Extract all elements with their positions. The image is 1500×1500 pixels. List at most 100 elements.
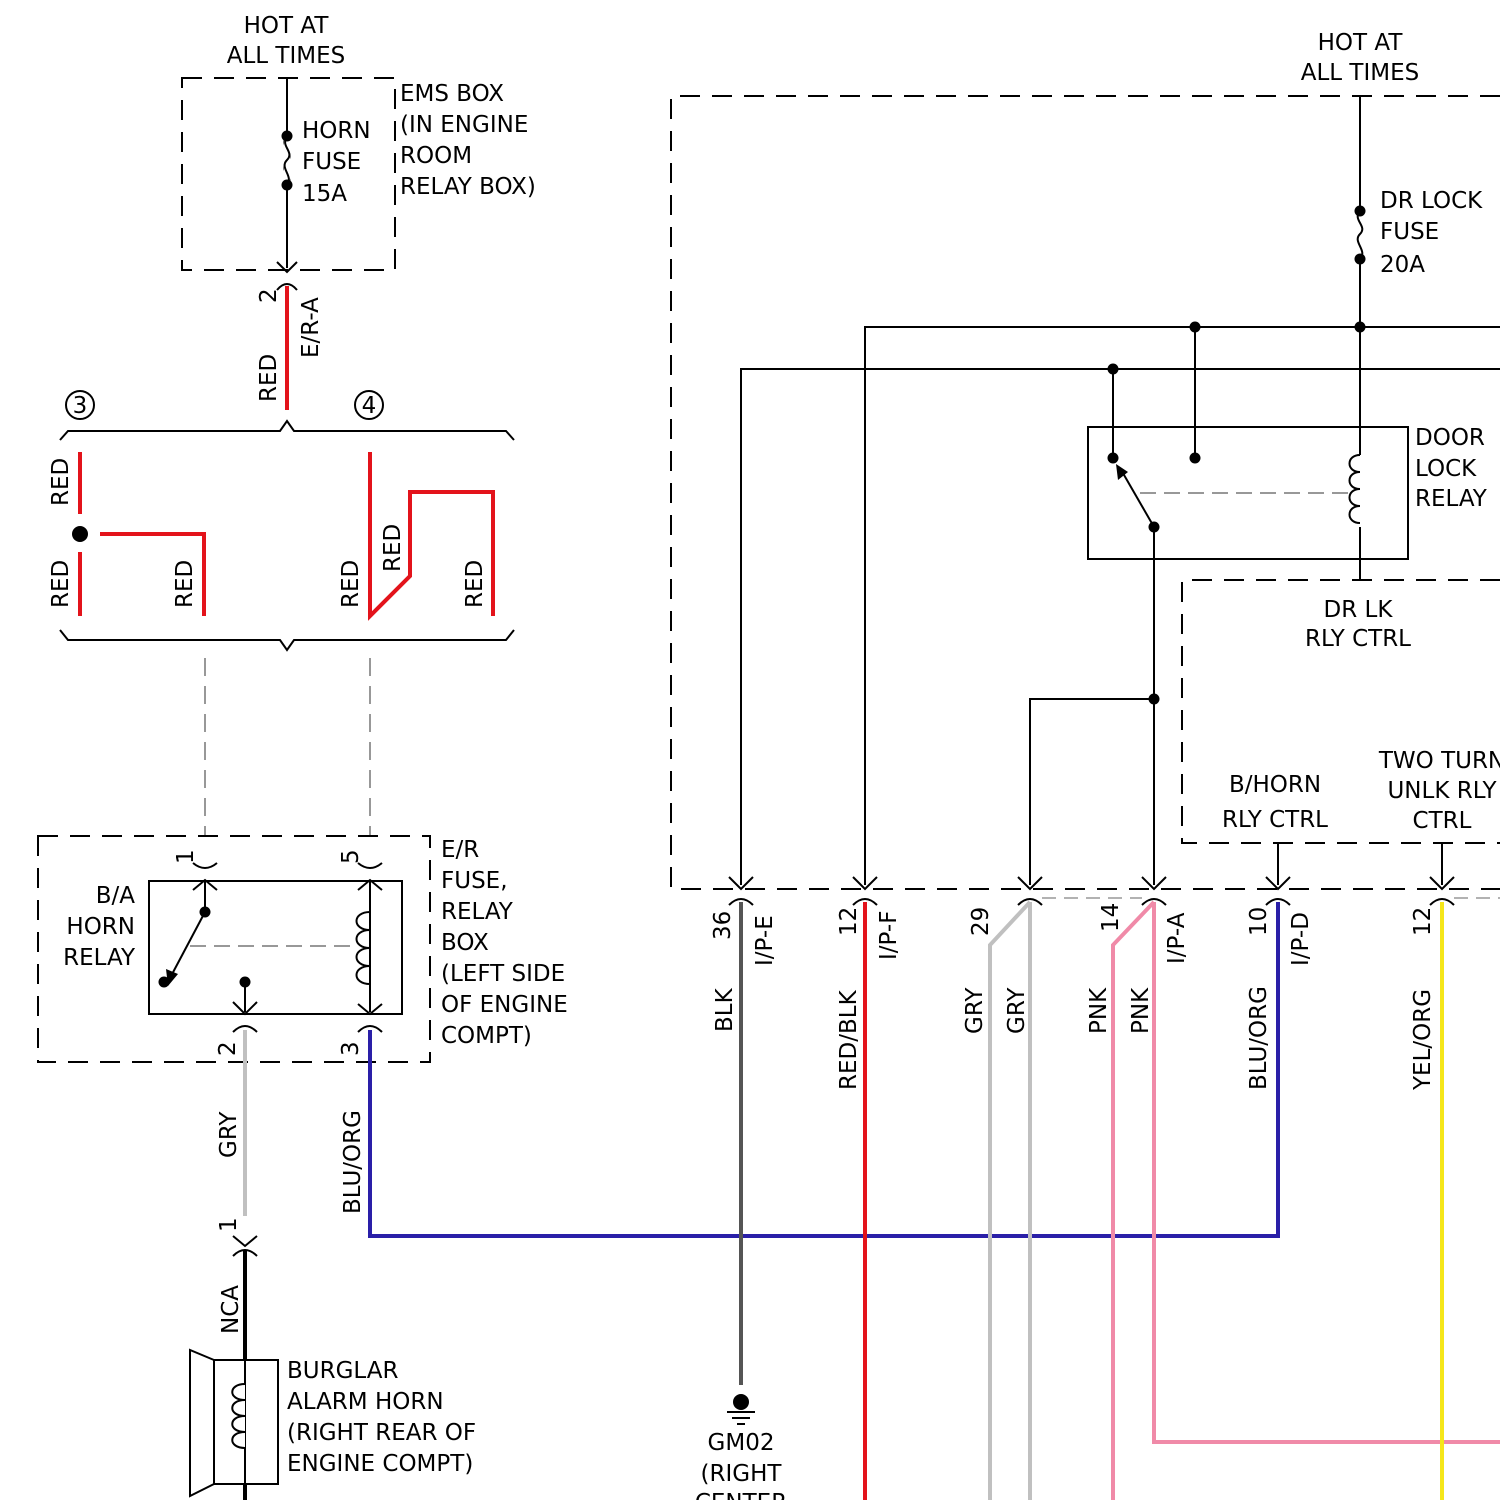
horn-hot-line2: ALL TIMES xyxy=(227,43,345,69)
variant-3-label: 3 xyxy=(73,393,88,419)
splice-top-brace xyxy=(60,421,514,440)
door-lock-relay-label2: LOCK xyxy=(1415,456,1477,482)
fuse-terminal-top xyxy=(282,131,293,142)
pin-36-number: 36 xyxy=(710,911,736,940)
horn-hot-line1: HOT AT xyxy=(244,13,330,39)
pin-12b-number: 12 xyxy=(1410,907,1436,936)
module-section: HOT AT ALL TIMES DR LOCK FUSE 20A DOOR L… xyxy=(671,30,1500,889)
horn-bell xyxy=(190,1350,214,1496)
pin-14-number: 14 xyxy=(1098,903,1124,932)
dr-lk-ctrl-label2: RLY CTRL xyxy=(1305,626,1411,652)
splice-bottom-brace xyxy=(60,630,514,650)
pin-10-connector: I/P-D xyxy=(1288,912,1314,966)
door-lock-relay-label3: RELAY xyxy=(1415,486,1488,512)
er-box-label6: OF ENGINE xyxy=(441,992,568,1018)
v4-label-mid: RED xyxy=(380,524,406,572)
variant-4-label: 4 xyxy=(362,393,377,419)
v4-label-left: RED xyxy=(338,560,364,608)
pin-29-wire: GRY xyxy=(962,987,988,1034)
turn-ctrl-label3: CTRL xyxy=(1413,808,1472,834)
ground-gm02: GM02 (RIGHT CENTER xyxy=(695,1394,787,1500)
b-horn-ctrl-label2: RLY CTRL xyxy=(1222,807,1328,833)
horn-connector-id: E/R-A xyxy=(298,297,324,358)
pin-29-number: 29 xyxy=(968,907,994,936)
pin-36-wire: BLK xyxy=(712,987,738,1032)
gry-wire-relay-label: GRY xyxy=(216,1111,242,1158)
dr-lock-fuse-label3: 20A xyxy=(1380,252,1425,278)
ba-relay-name2: HORN xyxy=(66,914,135,940)
nca-wire-label: NCA xyxy=(218,1285,244,1334)
blu-org-wire xyxy=(370,902,1278,1236)
door-lock-relay-switch xyxy=(1120,468,1154,527)
pin-36-connector: I/P-E xyxy=(752,915,778,966)
blu-org-wire-label: BLU/ORG xyxy=(340,1110,366,1214)
er-box-label2: FUSE, xyxy=(441,868,508,894)
v3-label-branch: RED xyxy=(172,560,198,608)
horn-label2: ALARM HORN xyxy=(287,1389,444,1415)
b-horn-ctrl-label1: B/HORN xyxy=(1229,772,1321,798)
pin-14-wire: PNK xyxy=(1086,987,1112,1034)
bottom-pins: 36 I/P-E BLK 12 I/P-F RED/BLK 29 GRY GRY… xyxy=(710,877,1500,1500)
ground-label1: (RIGHT xyxy=(701,1461,783,1487)
ems-box-label2: (IN ENGINE xyxy=(400,112,528,138)
horn-pin1: 1 xyxy=(216,1217,242,1232)
ba-horn-relay-section: B/A HORN RELAY E/R FUSE, RELAY BOX (LEFT… xyxy=(38,836,1278,1236)
dr-lk-ctrl-label1: DR LK xyxy=(1324,597,1394,623)
pnk-wire-right xyxy=(1154,902,1500,1442)
er-box-label7: COMPT) xyxy=(441,1023,532,1049)
ba-relay-switch-arm xyxy=(170,912,205,978)
horn-label3: (RIGHT REAR OF xyxy=(287,1420,476,1446)
horn-label1: BURGLAR xyxy=(287,1358,398,1384)
pin-29-wire2: GRY xyxy=(1004,987,1030,1034)
pin-12a-wire: RED/BLK xyxy=(836,989,862,1090)
ba-relay-name1: B/A xyxy=(96,883,136,909)
pin-12a-connector: I/P-F xyxy=(876,911,902,960)
burglar-horn-section: 1 NCA BURGLAR ALARM HORN (RIGHT REAR OF … xyxy=(190,1217,476,1500)
pin-14-connector: I/P-A xyxy=(1164,912,1190,964)
pin-10-wire: BLU/ORG xyxy=(1246,986,1272,1090)
v3-label-top: RED xyxy=(48,458,74,506)
dr-lock-fuse-label1: DR LOCK xyxy=(1380,188,1483,214)
module-hot-line2: ALL TIMES xyxy=(1301,60,1419,86)
red-wire-main-label: RED xyxy=(256,354,282,402)
ems-box-label1: EMS BOX xyxy=(400,81,504,107)
pin-10-number: 10 xyxy=(1246,907,1272,936)
ground-label2: CENTER xyxy=(695,1490,787,1500)
er-box-label3: RELAY xyxy=(441,899,514,925)
ba-relay-contact-nc xyxy=(159,977,170,988)
pin-14-wire2: PNK xyxy=(1128,987,1154,1034)
turn-ctrl-label2: UNLK RLY xyxy=(1387,778,1497,804)
er-box-label1: E/R xyxy=(441,837,479,863)
er-box-label5: (LEFT SIDE xyxy=(441,961,565,987)
v3-label-bottom: RED xyxy=(48,560,74,608)
horn-label4: ENGINE COMPT) xyxy=(287,1451,473,1477)
horn-fuse-section: HOT AT ALL TIMES HORN FUSE 15A EMS BOX (… xyxy=(182,13,536,410)
pin-12a-number: 12 xyxy=(836,907,862,936)
ems-box-label3: ROOM xyxy=(400,143,472,169)
er-box-label4: BOX xyxy=(441,930,489,956)
ba-relay-pin2: 2 xyxy=(215,1041,241,1056)
ems-box-label4: RELAY BOX) xyxy=(400,174,536,200)
ground-id: GM02 xyxy=(708,1430,775,1456)
v4-label-right: RED xyxy=(462,560,488,608)
turn-ctrl-label1: TWO TURN xyxy=(1378,748,1500,774)
horn-fuse-label1: HORN xyxy=(302,118,371,144)
ba-relay-pin1: 1 xyxy=(173,849,199,864)
ba-relay-pin3: 3 xyxy=(338,1041,364,1056)
ba-relay-coil xyxy=(357,912,371,984)
splice-section: 3 4 RED RED RED RED RED RED xyxy=(48,391,514,835)
pin-12b-wire: YEL/ORG xyxy=(1410,989,1436,1091)
ground-dot xyxy=(733,1394,749,1410)
module-border xyxy=(671,96,1500,889)
horn-fuse-label3: 15A xyxy=(302,181,347,207)
ba-relay-pin5: 5 xyxy=(338,849,364,864)
dr-lock-fuse-label2: FUSE xyxy=(1380,219,1439,245)
ba-relay-name3: RELAY xyxy=(63,945,136,971)
v3-splice-dot xyxy=(72,526,88,542)
fuse-terminal-bottom xyxy=(282,180,293,191)
horn-fuse-label2: FUSE xyxy=(302,149,361,175)
horn-connector-pin: 2 xyxy=(256,288,282,303)
door-lock-relay-label1: DOOR xyxy=(1415,425,1485,451)
module-hot-line1: HOT AT xyxy=(1318,30,1404,56)
